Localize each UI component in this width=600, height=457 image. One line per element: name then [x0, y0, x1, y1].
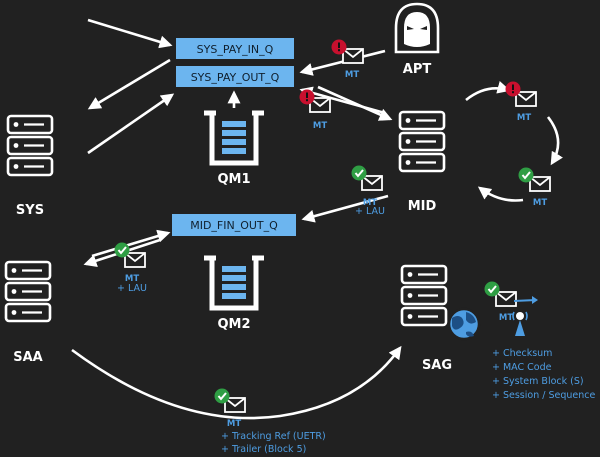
arrow-top-into-pay-in: [87, 18, 173, 49]
sag-globe-icon: [447, 307, 481, 341]
mid-loop-top-mt-label: MT: [517, 113, 531, 123]
transit-note: + Trailer (Block 5): [221, 444, 306, 455]
mid-fin-mt-label: MT: [363, 198, 377, 208]
transit-mt-label: MT: [227, 419, 241, 429]
saa-lau-label: + LAU: [117, 283, 147, 294]
mid-loop-bottom-envelope-icon: [529, 176, 551, 192]
apt-label: APT: [403, 62, 432, 77]
sys-server-icon: [6, 114, 54, 177]
arrow-mid-to-fin-out: [301, 194, 389, 223]
fin-out-queue-label: MID_FIN_OUT_Q: [190, 219, 278, 232]
pay-out-queue: [176, 66, 294, 87]
mid-loop-right-arrow: [546, 116, 563, 166]
arrow-pay-out-to-mid: [317, 85, 393, 121]
apt-alert-badge-icon: [331, 39, 347, 55]
fin-out-queue: [172, 214, 296, 236]
saa-envelope-icon: [124, 252, 146, 268]
sag-mt-label: MT: [499, 313, 513, 323]
sag-label: SAG: [422, 358, 452, 373]
antenna-icon: [512, 311, 528, 336]
sag-note: + Checksum: [492, 348, 552, 359]
sag-envelope-icon: [495, 291, 517, 307]
saa-label: SAA: [13, 350, 43, 365]
transit-ok-badge-icon: [213, 387, 231, 405]
sag-note: + Session / Sequence: [492, 390, 595, 401]
saa-mt-label: MT: [125, 274, 139, 284]
arrow-saa-to-fin-out: [91, 229, 171, 258]
mid-loop-top-envelope-icon: [515, 91, 537, 107]
mid-fin-envelope-icon: [361, 175, 383, 191]
qm2-label: QM2: [217, 317, 250, 332]
qm1-mid-alert-badge-icon: [299, 89, 315, 105]
sys-label: SYS: [16, 203, 44, 218]
mid-loop-ok-badge-icon: [517, 166, 535, 184]
qm1-mid-mt-label: MT: [313, 121, 327, 131]
pay-in-queue: [176, 38, 294, 59]
mid-loop-top-arrow: [465, 80, 511, 102]
mid-loop-alert-badge-icon: [505, 81, 521, 97]
sag-server-icon: [400, 264, 448, 327]
mid-label: MID: [408, 199, 437, 214]
qm1-label: QM1: [217, 172, 250, 187]
mid-fin-ok-badge-icon: [350, 164, 368, 182]
arrow-saa-to-sag: [71, 345, 402, 420]
saa-server-icon: [4, 260, 52, 323]
apt-mt-envelope-icon: [342, 48, 364, 64]
sag-ok-badge-icon: [483, 280, 501, 298]
sag-note: + MAC Code: [492, 362, 552, 373]
mid-loop-bottom-mt-label: MT: [533, 198, 547, 208]
sag-note: + System Block (S): [492, 376, 584, 387]
apt-hacker-icon: [394, 2, 440, 54]
pay-in-queue-label: SYS_PAY_IN_Q: [197, 43, 274, 56]
apt-mt-label: MT: [345, 70, 359, 80]
saa-ok-badge-icon: [113, 241, 131, 259]
arrow-mid-to-pay-out: [299, 86, 386, 115]
qm1-queue-manager-icon: [204, 113, 264, 163]
sag-out-arrowhead: [532, 296, 538, 304]
transit-note: + Tracking Ref (UETR): [221, 431, 326, 442]
arrow-sys-to-pay-out: [87, 93, 175, 155]
mid-fin-lau-label: + LAU: [355, 206, 385, 217]
qm2-queue-manager-icon: [204, 258, 264, 308]
arrow-pay-out-to-sys: [87, 58, 171, 110]
mid-server-icon: [398, 110, 446, 173]
mid-loop-bottom-arrow: [477, 186, 524, 202]
pay-out-queue-label: SYS_PAY_OUT_Q: [191, 71, 280, 84]
